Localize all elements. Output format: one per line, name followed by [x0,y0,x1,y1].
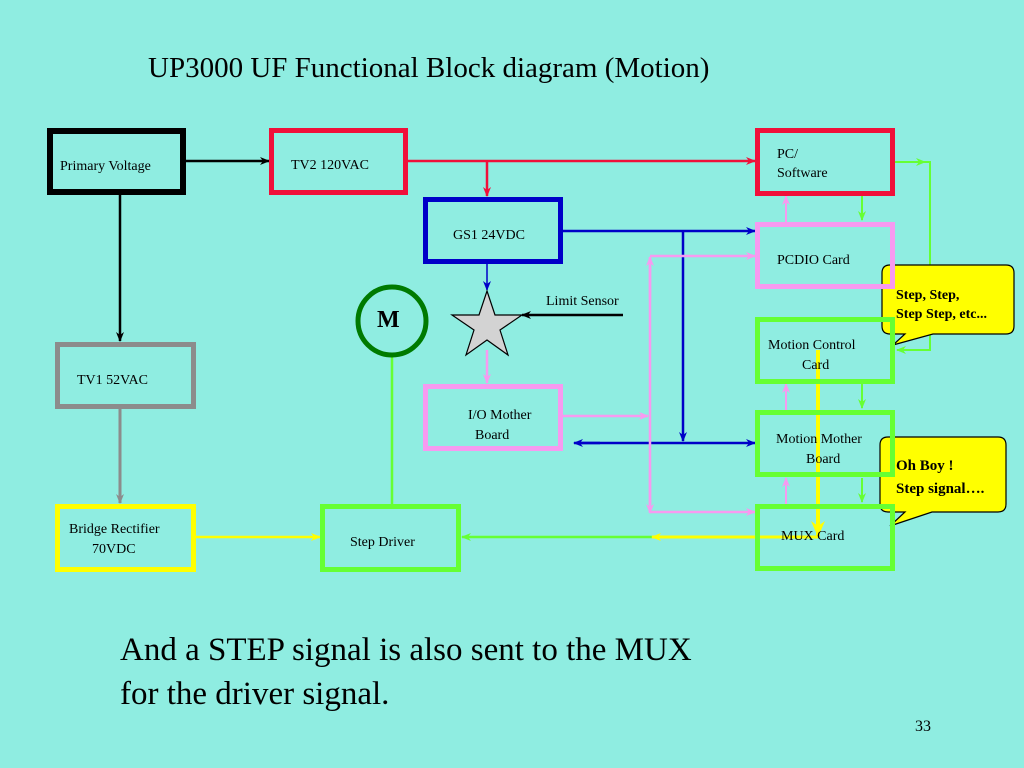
callout-ohboy-line2: Step signal…. [896,481,985,497]
page-number: 33 [915,718,931,735]
block-motion-control-card[interactable]: Motion Control Card [755,317,895,384]
block-label-line1: Motion Mother [776,432,862,447]
motor-label: M [377,307,400,333]
block-primary-voltage[interactable]: Primary Voltage [47,128,186,195]
block-bridge-rectifier[interactable]: Bridge Rectifier 70VDC [55,504,196,572]
callout-step-line1: Step, Step, [896,288,960,303]
block-mux-card[interactable]: MUX Card [755,504,895,571]
block-label: MUX Card [781,529,845,544]
motor-circle [355,284,429,358]
callout-step-line2: Step Step, etc... [896,307,987,322]
block-label-line2: Software [777,166,828,181]
block-label: TV1 52VAC [77,373,148,388]
block-motion-mother-board[interactable]: Motion Mother Board [755,410,895,477]
callout-ohboy-line1: Oh Boy ! [896,458,954,474]
callout-step-bubble [881,264,1015,346]
slide-title: UP3000 UF Functional Block diagram (Moti… [148,52,710,84]
limit-sensor-label: Limit Sensor [546,294,619,309]
slide-caption: And a STEP signal is also sent to the MU… [120,628,840,716]
block-label-line2: 70VDC [92,542,136,557]
block-label-line2: Card [802,358,830,373]
block-pc-software[interactable]: PC/ Software [755,128,895,196]
caption-line-1: And a STEP signal is also sent to the MU… [120,632,692,668]
limit-sensor-star-icon [450,289,524,357]
connectors [116,157,931,541]
block-label-line1: PC/ [777,147,799,162]
block-label: PCDIO Card [777,253,850,268]
block-label-line1: Motion Control [768,338,856,353]
block-pcdio-card[interactable]: PCDIO Card [755,222,895,289]
block-step-driver[interactable]: Step Driver [320,504,461,572]
block-tv1[interactable]: TV1 52VAC [55,342,196,409]
block-label-line2: Board [475,428,510,443]
caption-line-2: for the driver signal. [120,676,390,712]
block-label: Step Driver [350,535,415,550]
block-label-line1: Bridge Rectifier [69,522,160,537]
block-gs1[interactable]: GS1 24VDC [423,197,563,264]
block-tv2[interactable]: TV2 120VAC [269,128,408,195]
block-label: Primary Voltage [60,159,151,174]
callout-ohboy-bubble [879,436,1007,527]
block-label-line2: Board [806,452,841,467]
block-label-line1: I/O Mother [468,408,532,423]
block-label: TV2 120VAC [291,158,369,173]
block-label: GS1 24VDC [453,228,525,243]
block-io-mother-board[interactable]: I/O Mother Board [423,384,563,451]
